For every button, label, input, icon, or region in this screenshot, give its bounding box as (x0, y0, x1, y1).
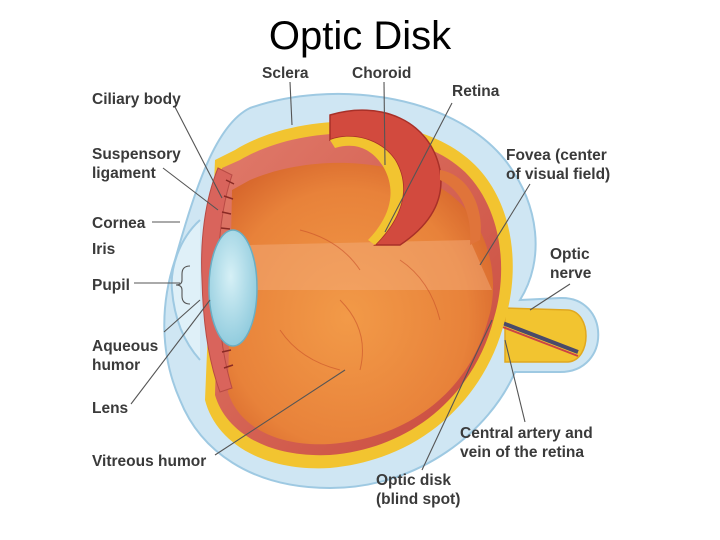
label-aqueous-humor-1: Aqueous (92, 338, 158, 355)
label-pupil: Pupil (92, 277, 130, 294)
label-optic-disk-1: Optic disk (376, 472, 451, 489)
label-suspensory-ligament-2: ligament (92, 165, 156, 182)
label-vitreous-humor: Vitreous humor (92, 453, 206, 470)
label-choroid: Choroid (352, 65, 411, 82)
label-iris: Iris (92, 241, 115, 258)
label-retina: Retina (452, 83, 500, 100)
label-optic-nerve-2: nerve (550, 265, 592, 282)
label-sclera: Sclera (262, 65, 309, 82)
label-fovea-2: of visual field) (506, 166, 610, 183)
label-cornea: Cornea (92, 215, 146, 232)
label-ciliary-body: Ciliary body (92, 91, 181, 108)
label-optic-disk-2: (blind spot) (376, 491, 460, 508)
label-lens: Lens (92, 400, 128, 417)
label-optic-nerve-1: Optic (550, 246, 590, 263)
label-suspensory-ligament-1: Suspensory (92, 146, 181, 163)
label-central-artery-2: vein of the retina (460, 444, 584, 461)
label-central-artery-1: Central artery and (460, 425, 593, 442)
label-aqueous-humor-2: humor (92, 357, 140, 374)
optic-nerve-shape (500, 308, 586, 362)
lens-shape (209, 230, 257, 346)
label-fovea-1: Fovea (center (506, 147, 607, 164)
